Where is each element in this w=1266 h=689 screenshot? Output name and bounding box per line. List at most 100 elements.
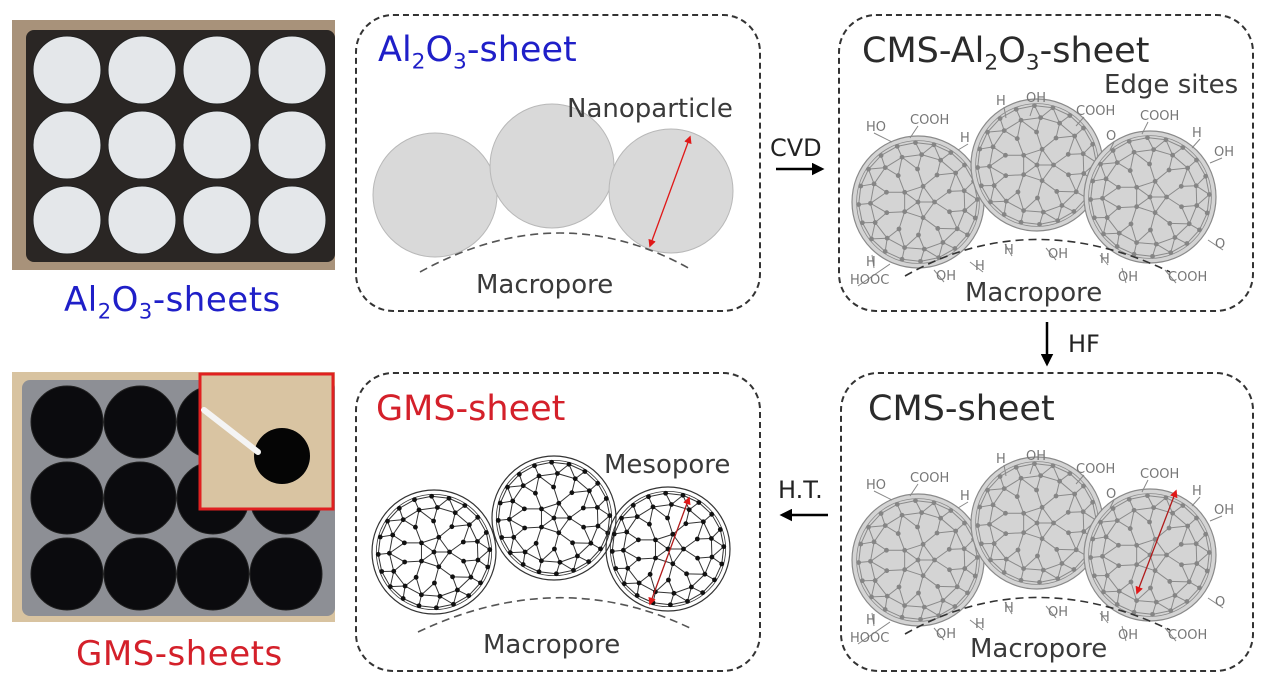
macropore-curve <box>419 232 693 273</box>
carbon-atom <box>461 558 467 564</box>
carbon-atom <box>621 581 627 587</box>
carbon-atom <box>985 487 990 493</box>
carbon-atom <box>1021 510 1027 516</box>
carbon-atom <box>571 567 576 573</box>
carbon-atom <box>859 578 865 584</box>
functional-group-label: H <box>866 613 876 628</box>
carbon-atom <box>934 172 940 178</box>
carbon-atom <box>977 504 983 510</box>
carbon-atom <box>689 584 694 590</box>
functional-group-label: H <box>996 94 1006 109</box>
carbon-atom <box>1127 526 1133 531</box>
carbon-atom <box>947 567 952 573</box>
carbon-atom <box>934 530 940 536</box>
carbon-atom <box>611 531 617 537</box>
carbon-atom <box>1203 173 1209 179</box>
carbon-atom <box>1131 251 1137 257</box>
carbon-atom <box>1088 197 1094 202</box>
carbon-atom <box>1054 189 1060 194</box>
carbon-atom <box>920 541 926 547</box>
carbon-atom <box>670 561 676 567</box>
carbon-atom <box>1134 204 1140 210</box>
carbon-atom <box>609 548 615 554</box>
carbon-atom <box>988 199 993 205</box>
carbon-atom <box>952 604 958 609</box>
carbon-atom <box>1018 219 1024 225</box>
carbon-atom <box>1116 588 1122 594</box>
mesopore-label: Mesopore <box>604 450 731 480</box>
carbon-atom <box>1037 221 1042 227</box>
carbon-atom <box>522 549 528 555</box>
carbon-atom <box>868 200 873 206</box>
carbon-atom <box>557 559 563 565</box>
alumina-sheet-title: Al2O3-sheet <box>378 33 577 73</box>
carbon-atom <box>1131 149 1137 155</box>
carbon-atom <box>1193 183 1199 189</box>
carbon-atom <box>437 593 443 599</box>
cms-sheet-panel <box>840 372 1254 672</box>
carbon-atom <box>1021 530 1027 536</box>
carbon-atom <box>916 232 921 238</box>
carbon-atom <box>896 226 902 232</box>
sheet-disc <box>107 185 177 255</box>
carbon-atom <box>669 502 674 507</box>
carbon-atom <box>987 163 992 169</box>
sheet-disc <box>257 110 327 180</box>
carbon-atom <box>1153 599 1159 605</box>
carbon-atom <box>1013 464 1019 470</box>
carbon-atom <box>1103 534 1109 540</box>
functional-group-label: COOH <box>910 471 949 486</box>
sheet-disc <box>176 537 250 611</box>
carbon-atom <box>871 181 877 187</box>
macropore-curve <box>417 596 693 633</box>
carbon-atom <box>1067 113 1073 118</box>
carbon-atom <box>712 577 717 583</box>
carbon-atom <box>375 551 381 557</box>
carbon-atom <box>432 580 437 586</box>
carbon-cage <box>970 456 1104 590</box>
title-text: CMS-Al <box>862 31 985 71</box>
carbon-atom <box>869 236 874 242</box>
carbon-atom <box>533 540 539 546</box>
mesopore-arrow <box>648 496 691 606</box>
carbon-atom <box>1073 189 1079 195</box>
carbon-atom <box>1178 541 1184 547</box>
carbon-atom <box>977 146 983 152</box>
carbon-atom <box>1021 172 1027 178</box>
mesopore-arrow <box>1135 489 1178 595</box>
functional-group-label: HO <box>866 120 886 135</box>
carbon-atom <box>588 540 594 546</box>
carbon-atom <box>884 210 890 216</box>
carbon-atom <box>624 529 630 535</box>
carbon-atom <box>1170 152 1175 158</box>
carbon-atom <box>990 144 996 150</box>
carbon-atom <box>1040 209 1046 215</box>
carbon-atom <box>962 520 967 526</box>
functional-group-label: COOH <box>1076 462 1115 477</box>
functional-group-label: H <box>1192 126 1202 141</box>
carbon-atom <box>1057 478 1062 484</box>
carbon-atom <box>1081 125 1086 131</box>
sheet-disc <box>103 461 177 535</box>
carbon-atom <box>1098 161 1103 167</box>
carbon-atom <box>896 584 902 590</box>
carbon-atom <box>1091 215 1097 221</box>
carbon-atom <box>1179 562 1184 568</box>
carbon-atom <box>1018 117 1024 123</box>
functional-group-label: H <box>1004 601 1014 616</box>
sheet-disc <box>182 35 252 105</box>
carbon-atom <box>681 546 686 552</box>
functional-group-label: OH <box>936 269 956 284</box>
carbon-atom <box>580 505 586 511</box>
carbon-atom <box>709 511 715 517</box>
carbon-atom <box>1151 147 1157 153</box>
carbon-atom <box>1134 184 1140 190</box>
carbon-atom <box>902 603 908 608</box>
sheet-disc <box>249 537 323 611</box>
carbon-atom <box>566 461 572 467</box>
carbon-atom <box>683 521 689 527</box>
functional-group-label: H <box>866 255 876 270</box>
carbon-atom <box>895 531 901 536</box>
